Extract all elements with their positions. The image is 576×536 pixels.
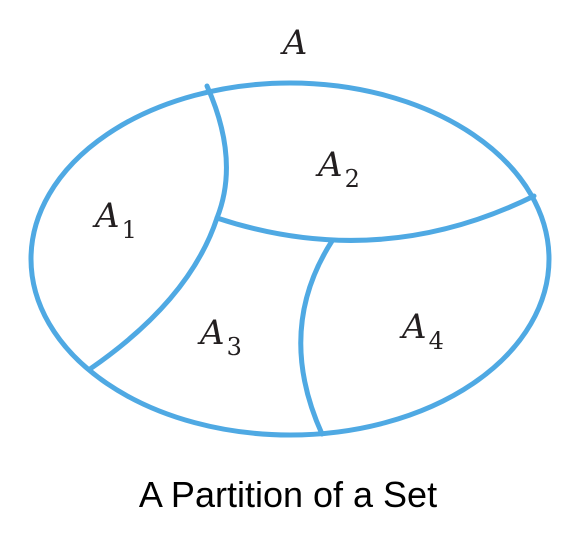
divider-a1-a3 xyxy=(87,215,220,372)
set-label-letter: A xyxy=(280,23,308,63)
divider-a2-lower xyxy=(214,193,537,243)
set-label: A xyxy=(280,23,308,63)
part-a4-letter: A xyxy=(399,307,427,347)
part-a4-subscript: 4 xyxy=(429,327,444,355)
set-boundary xyxy=(28,80,552,438)
part-a3-letter: A xyxy=(197,313,225,353)
part-a1-letter: A xyxy=(92,196,120,236)
part-label-a2: A2 xyxy=(315,145,360,193)
part-label-a3: A3 xyxy=(197,313,242,361)
part-label-a4: A4 xyxy=(399,307,444,355)
part-a2-letter: A xyxy=(315,145,343,185)
divider-a3-a4 xyxy=(298,238,335,437)
diagram-caption: A Partition of a Set xyxy=(138,474,438,515)
part-a3-subscript: 3 xyxy=(227,333,242,361)
part-label-a1: A1 xyxy=(92,196,137,244)
part-a2-subscript: 2 xyxy=(345,165,360,193)
divider-a1-a2 xyxy=(204,83,229,221)
part-a1-subscript: 1 xyxy=(122,216,137,244)
